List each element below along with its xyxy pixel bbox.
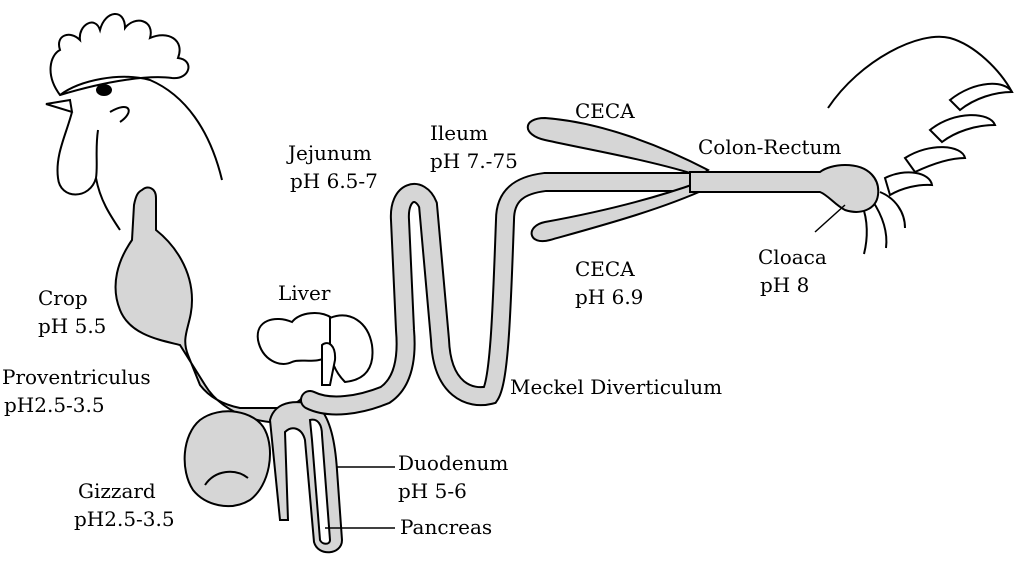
beak: [45, 98, 74, 114]
duodenum-shape: [268, 401, 344, 554]
leader-cloaca: [814, 204, 846, 233]
gizzard-inner: [204, 470, 249, 486]
head-back: [109, 106, 130, 123]
ceca-top-label: CECA: [575, 99, 635, 123]
head-outline: [59, 75, 223, 181]
colon-cloaca: [689, 163, 880, 213]
duodenum-label: Duodenum: [398, 451, 508, 475]
liver-right-lobe: [329, 314, 374, 384]
tail-feather-2: [928, 114, 997, 144]
pancreas-shape: [308, 418, 332, 545]
liver-label: Liver: [278, 281, 331, 305]
gizzard-ph: pH2.5-3.5: [74, 507, 175, 531]
rooster-tail: [827, 35, 1014, 255]
intestine-fill: [302, 174, 828, 414]
tail-feather-4: [883, 171, 934, 197]
pancreas-label: Pancreas: [400, 515, 492, 539]
cloaca-label: Cloaca: [758, 245, 827, 269]
ileum-label: Ileum: [430, 121, 488, 145]
tail-feather-3: [903, 146, 967, 174]
meckel-label: Meckel Diverticulum: [510, 375, 722, 399]
proventriculus-ph: pH2.5-3.5: [4, 393, 105, 417]
tail-feather-7: [861, 204, 868, 255]
colon-shape: [689, 163, 880, 213]
comb: [49, 13, 190, 97]
gizzard-shape: [183, 410, 271, 508]
labels: Crop pH 5.5 Proventriculus pH2.5-3.5 Giz…: [2, 99, 841, 539]
intestine-tube: [300, 172, 830, 416]
eye: [96, 84, 112, 96]
jejunum-label: Jejunum: [286, 141, 372, 165]
ceca-bottom-label: CECA: [575, 257, 635, 281]
colon-rectum-label: Colon-Rectum: [698, 135, 841, 159]
crop-ph: pH 5.5: [38, 314, 106, 338]
jejunum-ph: pH 6.5-7: [290, 169, 378, 193]
cloaca-ph: pH 8: [760, 273, 809, 297]
tail-arc: [827, 35, 1013, 109]
ileum-ph: pH 7.-75: [430, 149, 518, 173]
tail-feather-1: [948, 82, 1014, 112]
tail-feather-6: [871, 199, 888, 249]
liver: [256, 312, 374, 386]
ceca: [526, 116, 710, 243]
leader-lines: [325, 204, 846, 529]
duodenal-loop: [268, 401, 344, 554]
tail-feather-5: [879, 191, 906, 229]
gizzard-label: Gizzard: [78, 479, 156, 503]
ceca-upper: [526, 116, 710, 178]
small-intestine: [300, 172, 830, 416]
duodenum-ph: pH 5-6: [398, 479, 467, 503]
proventriculus-label: Proventriculus: [2, 365, 151, 389]
gallbladder: [321, 342, 337, 386]
rooster-head: [45, 13, 223, 231]
ceca-lower: [530, 180, 710, 243]
crop-label: Crop: [38, 286, 88, 310]
neck-front: [95, 177, 121, 231]
ceca-bottom-ph: pH 6.9: [575, 285, 643, 309]
wattle: [56, 111, 99, 196]
